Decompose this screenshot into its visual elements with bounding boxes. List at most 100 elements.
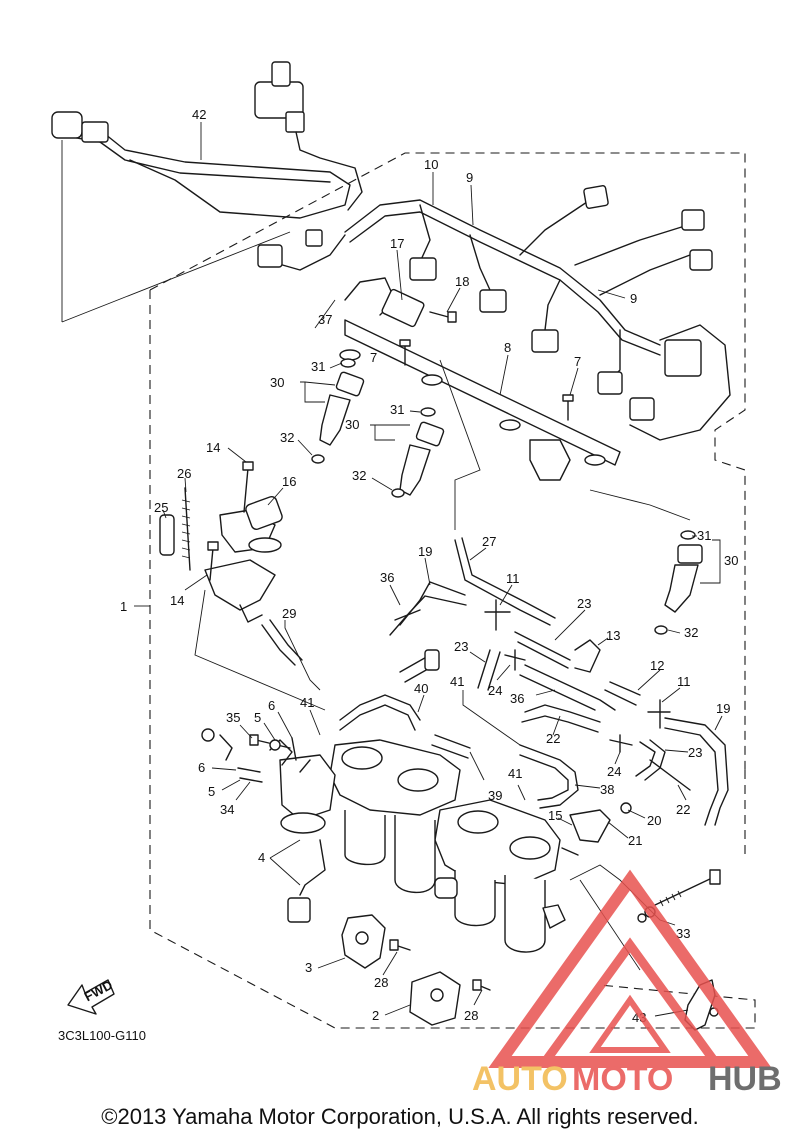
hose-36-mid[interactable] <box>519 664 616 711</box>
callout-39: 39 <box>488 788 502 803</box>
wire-harness[interactable] <box>257 185 731 441</box>
callout-38: 38 <box>600 782 614 797</box>
lead-hose-upper <box>439 359 481 530</box>
callout-41a: 41 <box>300 695 314 710</box>
callout-24b: 24 <box>607 764 621 779</box>
callout-6a: 6 <box>268 698 275 713</box>
tps-sensor-3[interactable] <box>341 914 386 969</box>
callout-12: 12 <box>650 658 664 673</box>
hose-27[interactable] <box>454 537 556 626</box>
lead-23a <box>554 609 586 641</box>
callout-20: 20 <box>647 813 661 828</box>
lead-11a <box>499 584 513 606</box>
callout-34: 34 <box>220 802 234 817</box>
bolt-18 <box>429 311 457 323</box>
callout-28b: 28 <box>464 1008 478 1023</box>
callout-10: 10 <box>424 157 438 172</box>
lead-36a <box>389 584 401 606</box>
lead-33-diag <box>579 879 641 971</box>
bracket-15[interactable] <box>561 802 632 856</box>
callout-19b: 19 <box>716 701 730 716</box>
callout-22b: 22 <box>676 802 690 817</box>
lead-35 <box>239 724 253 739</box>
callout-31b: 31 <box>390 402 404 417</box>
lead-5a <box>263 722 276 741</box>
hose-29[interactable] <box>261 619 303 666</box>
injector-left[interactable] <box>311 358 365 464</box>
callouts: 1 2 3 4 5 5 6 6 7 7 8 9 9 10 11 11 12 13… <box>120 107 738 1025</box>
hose-22-right[interactable] <box>649 759 691 791</box>
lead-22b <box>677 784 687 801</box>
lead-26 <box>184 477 187 493</box>
hose-40[interactable] <box>339 649 440 731</box>
lead-31b <box>409 410 421 413</box>
lead-7b <box>569 367 579 396</box>
lead-9b <box>597 289 626 299</box>
hose-23-right[interactable] <box>635 739 666 781</box>
callout-14b: 14 <box>170 593 184 608</box>
callout-41c: 41 <box>508 766 522 781</box>
lead-4b <box>269 857 301 886</box>
o2-sensor-cable[interactable] <box>51 61 363 219</box>
callout-28a: 28 <box>374 975 388 990</box>
callout-11a: 11 <box>506 571 520 586</box>
injector-mid[interactable] <box>391 407 445 498</box>
hose-19-lower[interactable] <box>664 717 729 826</box>
callout-23c: 23 <box>688 745 702 760</box>
lead-19b <box>714 715 723 731</box>
lead-24a <box>496 664 511 681</box>
lead-18 <box>446 287 461 313</box>
callout-32b: 32 <box>352 468 366 483</box>
lead-regulator-down <box>194 589 326 711</box>
bracket-30b <box>370 424 395 441</box>
lead-30a-up <box>304 381 336 386</box>
lead-4 <box>269 839 301 859</box>
hose-19-upper[interactable] <box>389 581 467 636</box>
callout-6b: 6 <box>198 760 205 775</box>
joint-24-lower <box>609 734 633 753</box>
lead-24b <box>614 751 621 765</box>
lead-29 <box>284 620 321 691</box>
lead-41a <box>309 709 321 736</box>
fuel-rail[interactable] <box>339 277 621 481</box>
callout-15: 15 <box>548 808 562 823</box>
callout-7b: 7 <box>574 354 581 369</box>
callout-16: 16 <box>282 474 296 489</box>
callout-25: 25 <box>154 500 168 515</box>
hose-23-left[interactable] <box>477 649 501 691</box>
callout-9a: 9 <box>466 170 473 185</box>
lead-42-diag <box>61 231 291 323</box>
lead-32c <box>667 629 681 634</box>
lead-11b <box>661 687 681 703</box>
collar-25 <box>159 514 175 556</box>
lead-40 <box>417 694 425 713</box>
tps-sensor-2[interactable] <box>409 971 461 1026</box>
callout-42: 42 <box>192 107 206 122</box>
callout-14a: 14 <box>206 440 220 455</box>
joint-11-upper <box>484 599 511 631</box>
lead-3 <box>317 957 346 969</box>
lead-23b <box>469 651 486 663</box>
callout-37: 37 <box>318 312 332 327</box>
callout-5b: 5 <box>208 784 215 799</box>
joint-24-upper <box>504 649 526 671</box>
bolt-7a <box>399 339 411 366</box>
lead-14a <box>227 447 247 463</box>
pressure-regulator[interactable] <box>204 495 283 623</box>
throttle-body-assembly[interactable] <box>279 739 566 953</box>
injector-right[interactable] <box>654 530 703 635</box>
callout-30c: 30 <box>724 553 738 568</box>
callout-32a: 32 <box>280 430 294 445</box>
lead-injector-right <box>589 489 691 521</box>
lead-15 <box>557 817 573 826</box>
hose-23-upper[interactable] <box>514 631 571 669</box>
callout-30b: 30 <box>345 417 359 432</box>
assembly-boundary <box>149 152 756 1029</box>
hose-22-mid[interactable] <box>521 704 601 733</box>
hose-38[interactable] <box>519 744 579 809</box>
hose-39[interactable] <box>431 734 471 759</box>
callout-19a: 19 <box>418 544 432 559</box>
bracket-30a <box>300 381 325 403</box>
lead-41b <box>462 690 521 746</box>
hose-12[interactable] <box>604 681 641 706</box>
